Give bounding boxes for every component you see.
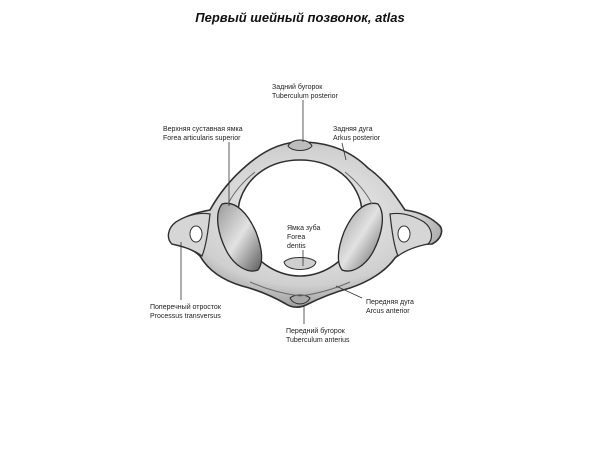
- left-transverse-process: [167, 212, 211, 257]
- vertebral-foramen: [237, 159, 363, 277]
- leader-posterior-arch: [341, 142, 347, 161]
- label-anterior-arch: Передняя дуга Arcus anterior: [366, 298, 414, 316]
- label-superior-facet: Верхняя суставная ямка Forea articularis…: [163, 125, 243, 143]
- label-superior-facet-ru: Верхняя суставная ямка: [163, 126, 243, 133]
- label-anterior-arch-lat: Arcus anterior: [366, 308, 410, 315]
- leader-lines: [180, 100, 363, 324]
- left-transverse-foramen: [189, 225, 203, 243]
- label-posterior-arch: Задняя дуга Arkus posterior: [333, 125, 380, 143]
- label-posterior-arch-ru: Задняя дуга: [333, 126, 373, 133]
- label-superior-facet-lat: Forea articularis superior: [163, 135, 241, 142]
- label-fovea-dentis-ru: Ямка зуба: [287, 225, 321, 232]
- label-anterior-tubercle-lat: Tuberculum anterius: [286, 337, 350, 344]
- label-posterior-tubercle-lat: Tuberculum posterior: [272, 93, 338, 100]
- atlas-bone: [167, 139, 443, 308]
- label-posterior-arch-lat: Arkus posterior: [333, 135, 381, 142]
- posterior-tubercle: [287, 139, 313, 151]
- right-superior-facet: [337, 202, 384, 272]
- diagram-title: Первый шейный позвонок, atlas: [195, 10, 405, 25]
- label-anterior-tubercle: Передний бугорок Tuberculum anterius: [286, 327, 350, 345]
- fovea-dentis-area: [283, 257, 317, 270]
- label-fovea-dentis-lat1: Forea: [287, 234, 306, 241]
- left-superior-facet: [216, 202, 263, 272]
- label-anterior-tubercle-ru: Передний бугорок: [286, 328, 345, 335]
- right-transverse-foramen: [397, 225, 411, 243]
- label-transverse-process: Поперечный отросток Processus transversu…: [150, 303, 221, 321]
- label-anterior-arch-ru: Передняя дуга: [366, 299, 414, 306]
- label-posterior-tubercle-ru: Задний бугорок: [272, 84, 323, 91]
- bone-shading: [227, 171, 373, 297]
- right-transverse-process: [389, 212, 433, 257]
- leader-anterior-arch: [335, 285, 363, 299]
- label-fovea-dentis-lat2: dentis: [287, 243, 306, 250]
- label-transverse-process-ru: Поперечный отросток: [150, 304, 221, 311]
- label-transverse-process-lat: Processus transversus: [150, 313, 221, 320]
- label-fovea-dentis: Ямка зуба Forea dentis: [287, 224, 320, 251]
- label-posterior-tubercle: Задний бугорок Tuberculum posterior: [272, 83, 338, 101]
